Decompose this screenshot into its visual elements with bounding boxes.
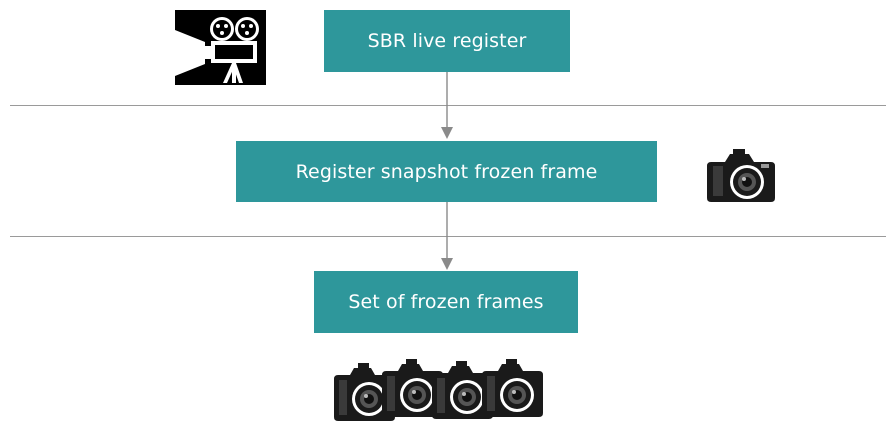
node-register-snapshot: Register snapshot frozen frame — [236, 141, 657, 202]
divider-line-bottom — [10, 236, 886, 237]
node-sbr-live-register: SBR live register — [324, 10, 570, 72]
divider-line-top — [10, 105, 886, 106]
node-set-of-frozen-frames: Set of frozen frames — [314, 271, 578, 333]
movie-camera-icon — [175, 10, 266, 85]
camera-icon — [705, 148, 777, 204]
node-label: Register snapshot frozen frame — [295, 160, 598, 183]
node-label: SBR live register — [367, 30, 527, 52]
camera-icon — [482, 359, 543, 417]
camera-group-icon — [333, 357, 545, 421]
node-label: Set of frozen frames — [348, 291, 544, 313]
